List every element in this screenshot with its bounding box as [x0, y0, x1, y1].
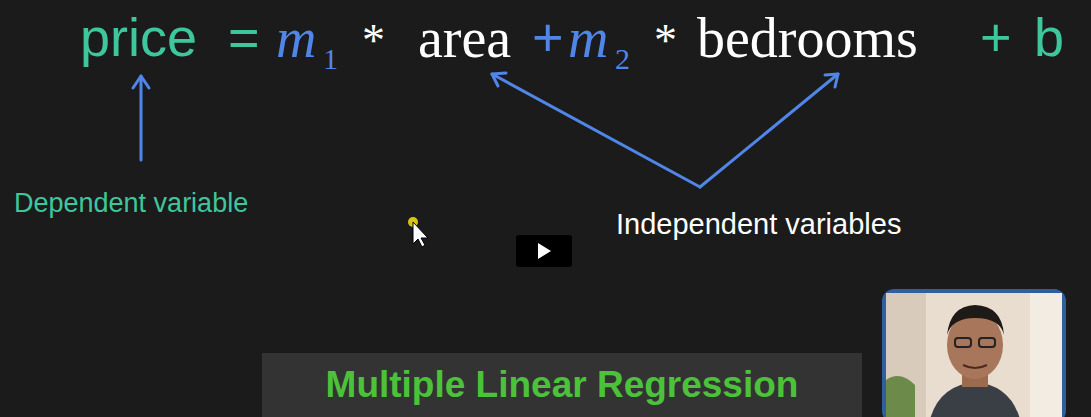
subscript: 1: [323, 44, 338, 74]
plus-sign: +: [980, 10, 1012, 64]
play-button: [516, 235, 572, 267]
arrow-line: [140, 76, 143, 160]
multiply-sign: *: [362, 18, 385, 64]
title-banner: Multiple Linear Regression: [262, 353, 862, 417]
plus-sign: +: [532, 10, 564, 64]
independent-term: area: [418, 10, 511, 66]
arrow-head: [133, 76, 149, 88]
play-icon: [538, 243, 551, 259]
webcam: [884, 291, 1064, 417]
independent-term: bedrooms: [697, 10, 918, 66]
annotation: Dependent variable: [14, 190, 248, 217]
annotation: Independent variables: [616, 210, 901, 239]
arrow-head: [492, 73, 506, 86]
arrow-line: [492, 74, 700, 187]
coefficient: m: [568, 10, 608, 66]
equals-sign: =: [228, 10, 260, 64]
intercept: b: [1034, 10, 1064, 64]
subscript: 2: [615, 44, 630, 74]
dependent-term: price: [80, 10, 197, 64]
arrow-head: [825, 74, 838, 87]
cursor-arrow: [413, 222, 428, 247]
arrow-line: [700, 74, 838, 187]
multiply-sign: *: [654, 18, 677, 64]
banner-title: Multiple Linear Regression: [326, 364, 799, 406]
coefficient: m: [276, 10, 316, 66]
